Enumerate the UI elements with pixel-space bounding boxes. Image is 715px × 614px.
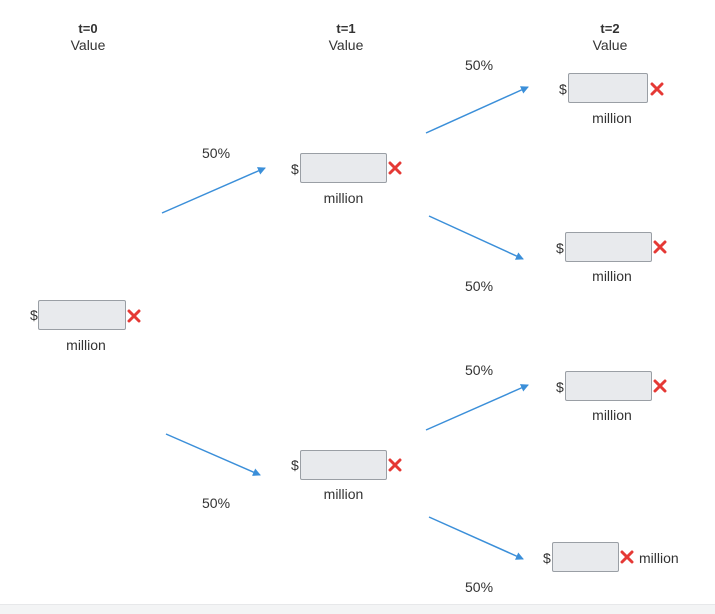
node-t1-down-dollar: $	[291, 457, 299, 473]
prob-t1down-down: 50%	[465, 579, 494, 595]
close-icon	[127, 309, 141, 323]
node-t2-ud-dollar: $	[556, 240, 564, 256]
header-t1: t=1 Value	[306, 20, 386, 54]
prob-t1down-up: 50%	[465, 362, 494, 378]
close-icon	[388, 458, 402, 472]
node-t1-up-input[interactable]	[300, 153, 387, 183]
node-t1-up-dollar: $	[291, 161, 299, 177]
node-t2-dd-dollar: $	[543, 550, 551, 566]
node-t2-dd-input[interactable]	[552, 542, 619, 572]
close-icon	[620, 550, 634, 564]
node-t1-down-input[interactable]	[300, 450, 387, 480]
node-t2-dd-unit: million	[639, 550, 679, 566]
node-t2-uu-unit: million	[592, 110, 632, 126]
node-t1-down-unit: million	[323, 486, 364, 502]
close-icon	[653, 240, 667, 254]
header-t2: t=2 Value	[570, 20, 650, 54]
node-t0-unit: million	[66, 337, 106, 353]
header-t0-time: t=0	[78, 21, 98, 36]
header-t2-sub: Value	[592, 37, 628, 53]
arrow-t0-down	[165, 433, 261, 476]
arrow-t0-up	[161, 167, 266, 214]
prob-t1up-up: 50%	[465, 57, 494, 73]
header-t0-sub: Value	[70, 37, 106, 53]
header-t0: t=0 Value	[48, 20, 128, 54]
prob-t0-up: 50%	[202, 145, 231, 161]
node-t2-ud-input[interactable]	[565, 232, 652, 262]
prob-t0-down: 50%	[202, 495, 231, 511]
header-t2-time: t=2	[600, 21, 620, 36]
node-t0-dollar: $	[30, 307, 38, 323]
node-t0-input[interactable]	[38, 300, 126, 330]
close-icon	[388, 161, 402, 175]
header-t1-sub: Value	[328, 37, 364, 53]
header-t1-time: t=1	[336, 21, 356, 36]
close-icon	[653, 379, 667, 393]
node-t1-up-unit: million	[323, 190, 364, 206]
node-t2-uu-input[interactable]	[568, 73, 648, 103]
page-footer-bar	[0, 604, 715, 614]
arrow-t1down-up	[425, 384, 529, 431]
arrow-t1up-down	[428, 215, 524, 260]
node-t2-uu-dollar: $	[559, 81, 567, 97]
arrow-t1up-up	[425, 86, 529, 134]
arrow-t1down-down	[428, 516, 524, 560]
prob-t1up-down: 50%	[465, 278, 494, 294]
node-t2-du-unit: million	[592, 407, 632, 423]
node-t2-du-input[interactable]	[565, 371, 652, 401]
node-t2-du-dollar: $	[556, 379, 564, 395]
node-t2-ud-unit: million	[592, 268, 632, 284]
close-icon	[650, 82, 664, 96]
